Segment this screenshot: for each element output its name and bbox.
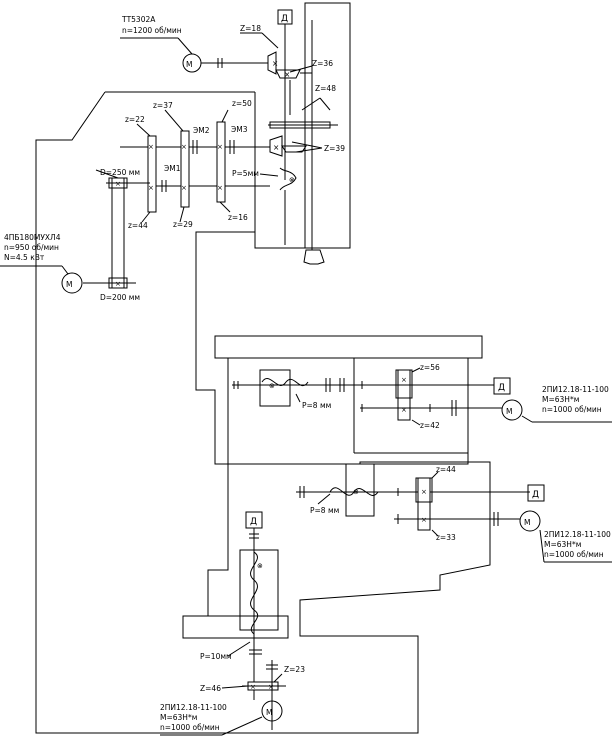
drive-motor-power: N=4.5 кВт	[4, 253, 45, 262]
lower-right-motor-torque: М=63Н*м	[544, 540, 581, 549]
bottom-motor-symbol	[261, 700, 283, 722]
head-bevel-gears: × × Z=18 Z=36	[240, 24, 333, 79]
gear-z44-label: z=44	[128, 221, 148, 230]
svg-text:⊗: ⊗	[289, 176, 295, 184]
svg-text:×: ×	[401, 406, 407, 414]
svg-text:×: ×	[115, 280, 121, 288]
screw-p10-label: Р=10мм	[200, 652, 232, 661]
svg-text:×: ×	[181, 143, 187, 151]
lower-right-motor-symbol	[519, 510, 541, 532]
screw-p5-label: Р=5мм	[232, 169, 259, 178]
clutch-em1-label: ЭМ1	[164, 164, 181, 173]
gear-z29-label: z=29	[173, 220, 193, 229]
svg-text:×: ×	[148, 143, 154, 151]
svg-text:⊗: ⊗	[257, 562, 263, 570]
svg-text:×: ×	[401, 376, 407, 384]
gearbox-group: × × × × × × z=22 z=37 z=50 ЭМ2 ЭМ3 ЭМ1 z…	[120, 99, 270, 230]
gear-z39-label: Z=39	[324, 144, 345, 153]
upper-right-motor-speed: n=1000 об/мин	[542, 405, 602, 414]
top-sensor: Д	[277, 9, 293, 180]
svg-text:×: ×	[272, 59, 278, 68]
top-sensor-label: Д	[281, 14, 288, 24]
upper-right-motor-letter: М	[506, 407, 512, 416]
drive-motor-model: 4ПБ180МУХЛ4	[4, 233, 61, 242]
gear-z37-label: z=37	[153, 101, 173, 110]
gear-z36-label: Z=36	[312, 59, 333, 68]
vertical-feed: Д ⊗ Р=10мм × × Z=23 Z=46 М 2ПИ12.18-11-1…	[160, 511, 305, 736]
drive-motor-group: М 4ПБ180МУХЛ4 n=950 об/мин N=4.5 кВт	[0, 233, 83, 294]
gear-z44b-label: z=44	[436, 465, 456, 474]
gear-z56-label: z=56	[420, 363, 440, 372]
pulley-d1-label: D=250 мм	[100, 168, 140, 177]
upper-right-motor-torque: М=63Н*м	[542, 395, 579, 404]
lower-right-motor-speed: n=1000 об/мин	[544, 550, 604, 559]
svg-text:⊗: ⊗	[269, 382, 275, 390]
sensor-lower-label: Д	[532, 490, 539, 500]
bottom-motor-letter: М	[266, 708, 272, 717]
svg-text:×: ×	[250, 683, 256, 691]
svg-text:×: ×	[217, 184, 223, 192]
upper-right-motor-model: 2ПИ12.18-11-100	[542, 385, 609, 394]
upper-right-motor-symbol	[501, 399, 523, 421]
svg-text:×: ×	[148, 184, 154, 192]
table-feed-lower: ⊗ Р=8 мм × × z=44 z=33 Д М 2ПИ12.18-11-1…	[296, 465, 612, 563]
gear-z16-label: z=16	[228, 213, 248, 222]
svg-text:×: ×	[115, 180, 121, 188]
svg-text:×: ×	[268, 683, 274, 691]
top-motor-speed: n=1200 об/мин	[122, 26, 182, 35]
sensor-bottom-label: Д	[250, 517, 257, 527]
svg-text:×: ×	[284, 70, 290, 79]
gear-z48-label: Z=48	[315, 84, 336, 93]
gear-z22-label: z=22	[125, 115, 145, 124]
svg-text:⊗: ⊗	[353, 488, 359, 496]
table-feed-upper: ⊗ Р=8 мм × × z=56 z=42 Д М 2ПИ12.18-11-1…	[232, 363, 612, 430]
gear-z50-label: z=50	[232, 99, 252, 108]
gear-z33-label: z=33	[436, 533, 456, 542]
lower-right-motor-letter: М	[524, 518, 530, 527]
top-motor-model: ТТ5302А	[121, 15, 156, 24]
bottom-motor-torque: М=63Н*м	[160, 713, 197, 722]
screw-p8b-label: Р=8 мм	[310, 506, 339, 515]
clutch-em2-label: ЭМ2	[193, 126, 210, 135]
svg-text:×: ×	[273, 143, 279, 152]
svg-text:×: ×	[421, 516, 427, 524]
gear-z42-label: z=42	[420, 421, 440, 430]
svg-text:×: ×	[181, 184, 187, 192]
bottom-motor-speed: n=1000 об/мин	[160, 723, 220, 732]
svg-text:×: ×	[421, 488, 427, 496]
gear-z46-label: Z=46	[200, 684, 221, 693]
top-motor-letter: М	[186, 60, 192, 69]
svg-text:×: ×	[217, 143, 223, 151]
sensor-upper-label: Д	[498, 383, 505, 393]
screw-p8a-label: Р=8 мм	[302, 401, 331, 410]
bottom-motor-model: 2ПИ12.18-11-100	[160, 703, 227, 712]
head-spindle: Z=48 × Z=39 ⊗ Р=5мм	[232, 20, 345, 265]
pulley-d2-label: D=200 мм	[100, 293, 140, 302]
belt-drive: × × D=250 мм D=200 мм	[83, 168, 150, 302]
gear-z18-label: Z=18	[240, 24, 261, 33]
machine-frame-outline	[35, 2, 491, 734]
top-motor-group: М ТТ5302А n=1200 об/мин	[120, 15, 268, 73]
drive-motor-speed: n=950 об/мин	[4, 243, 59, 252]
drive-motor-symbol	[61, 272, 83, 294]
gear-z23-label: Z=23	[284, 665, 305, 674]
clutch-em3-label: ЭМ3	[231, 125, 248, 134]
lower-right-motor-model: 2ПИ12.18-11-100	[544, 530, 611, 539]
drive-motor-letter: М	[66, 280, 72, 289]
